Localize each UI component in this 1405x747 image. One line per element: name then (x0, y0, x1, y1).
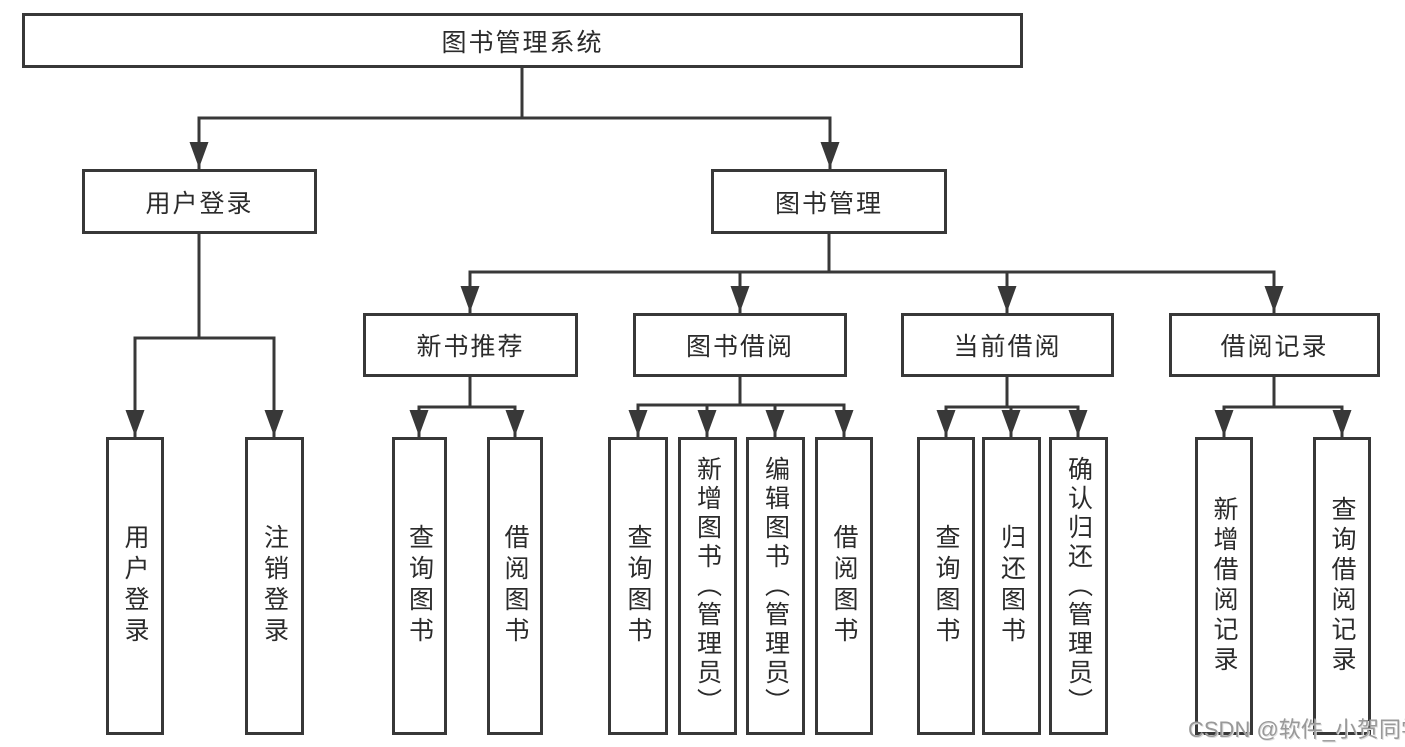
leaf-confirm-return-admin: 确认归还（管理员） (1049, 437, 1108, 735)
leaf-logout-login: 注销登录 (245, 437, 304, 735)
leaf-add-book-admin: 新增图书（管理员） (678, 437, 737, 735)
leaf-borrow-books: 借阅图书 (815, 437, 873, 735)
node-borrow-records: 借阅记录 (1169, 313, 1380, 377)
node-book-management: 图书管理 (711, 169, 947, 234)
watermark: CSDN @软件_小贺同学 (1188, 717, 1405, 742)
leaf-add-borrow-record: 新增借阅记录 (1195, 437, 1253, 735)
node-root: 图书管理系统 (22, 13, 1023, 68)
node-book-borrowing: 图书借阅 (633, 313, 847, 377)
node-new-book-recommend: 新书推荐 (363, 313, 578, 377)
leaf-query-books-borrow: 查询图书 (608, 437, 668, 735)
leaf-query-books-recommend: 查询图书 (392, 437, 447, 735)
leaf-user-login: 用户登录 (106, 437, 164, 735)
leaf-query-books-current: 查询图书 (917, 437, 975, 735)
leaf-return-book: 归还图书 (982, 437, 1041, 735)
node-current-borrowing: 当前借阅 (901, 313, 1114, 377)
leaf-edit-book-admin: 编辑图书（管理员） (746, 437, 805, 735)
node-user-login: 用户登录 (82, 169, 317, 234)
leaf-query-borrow-record: 查询借阅记录 (1313, 437, 1371, 735)
leaf-borrow-books-recommend: 借阅图书 (487, 437, 543, 735)
